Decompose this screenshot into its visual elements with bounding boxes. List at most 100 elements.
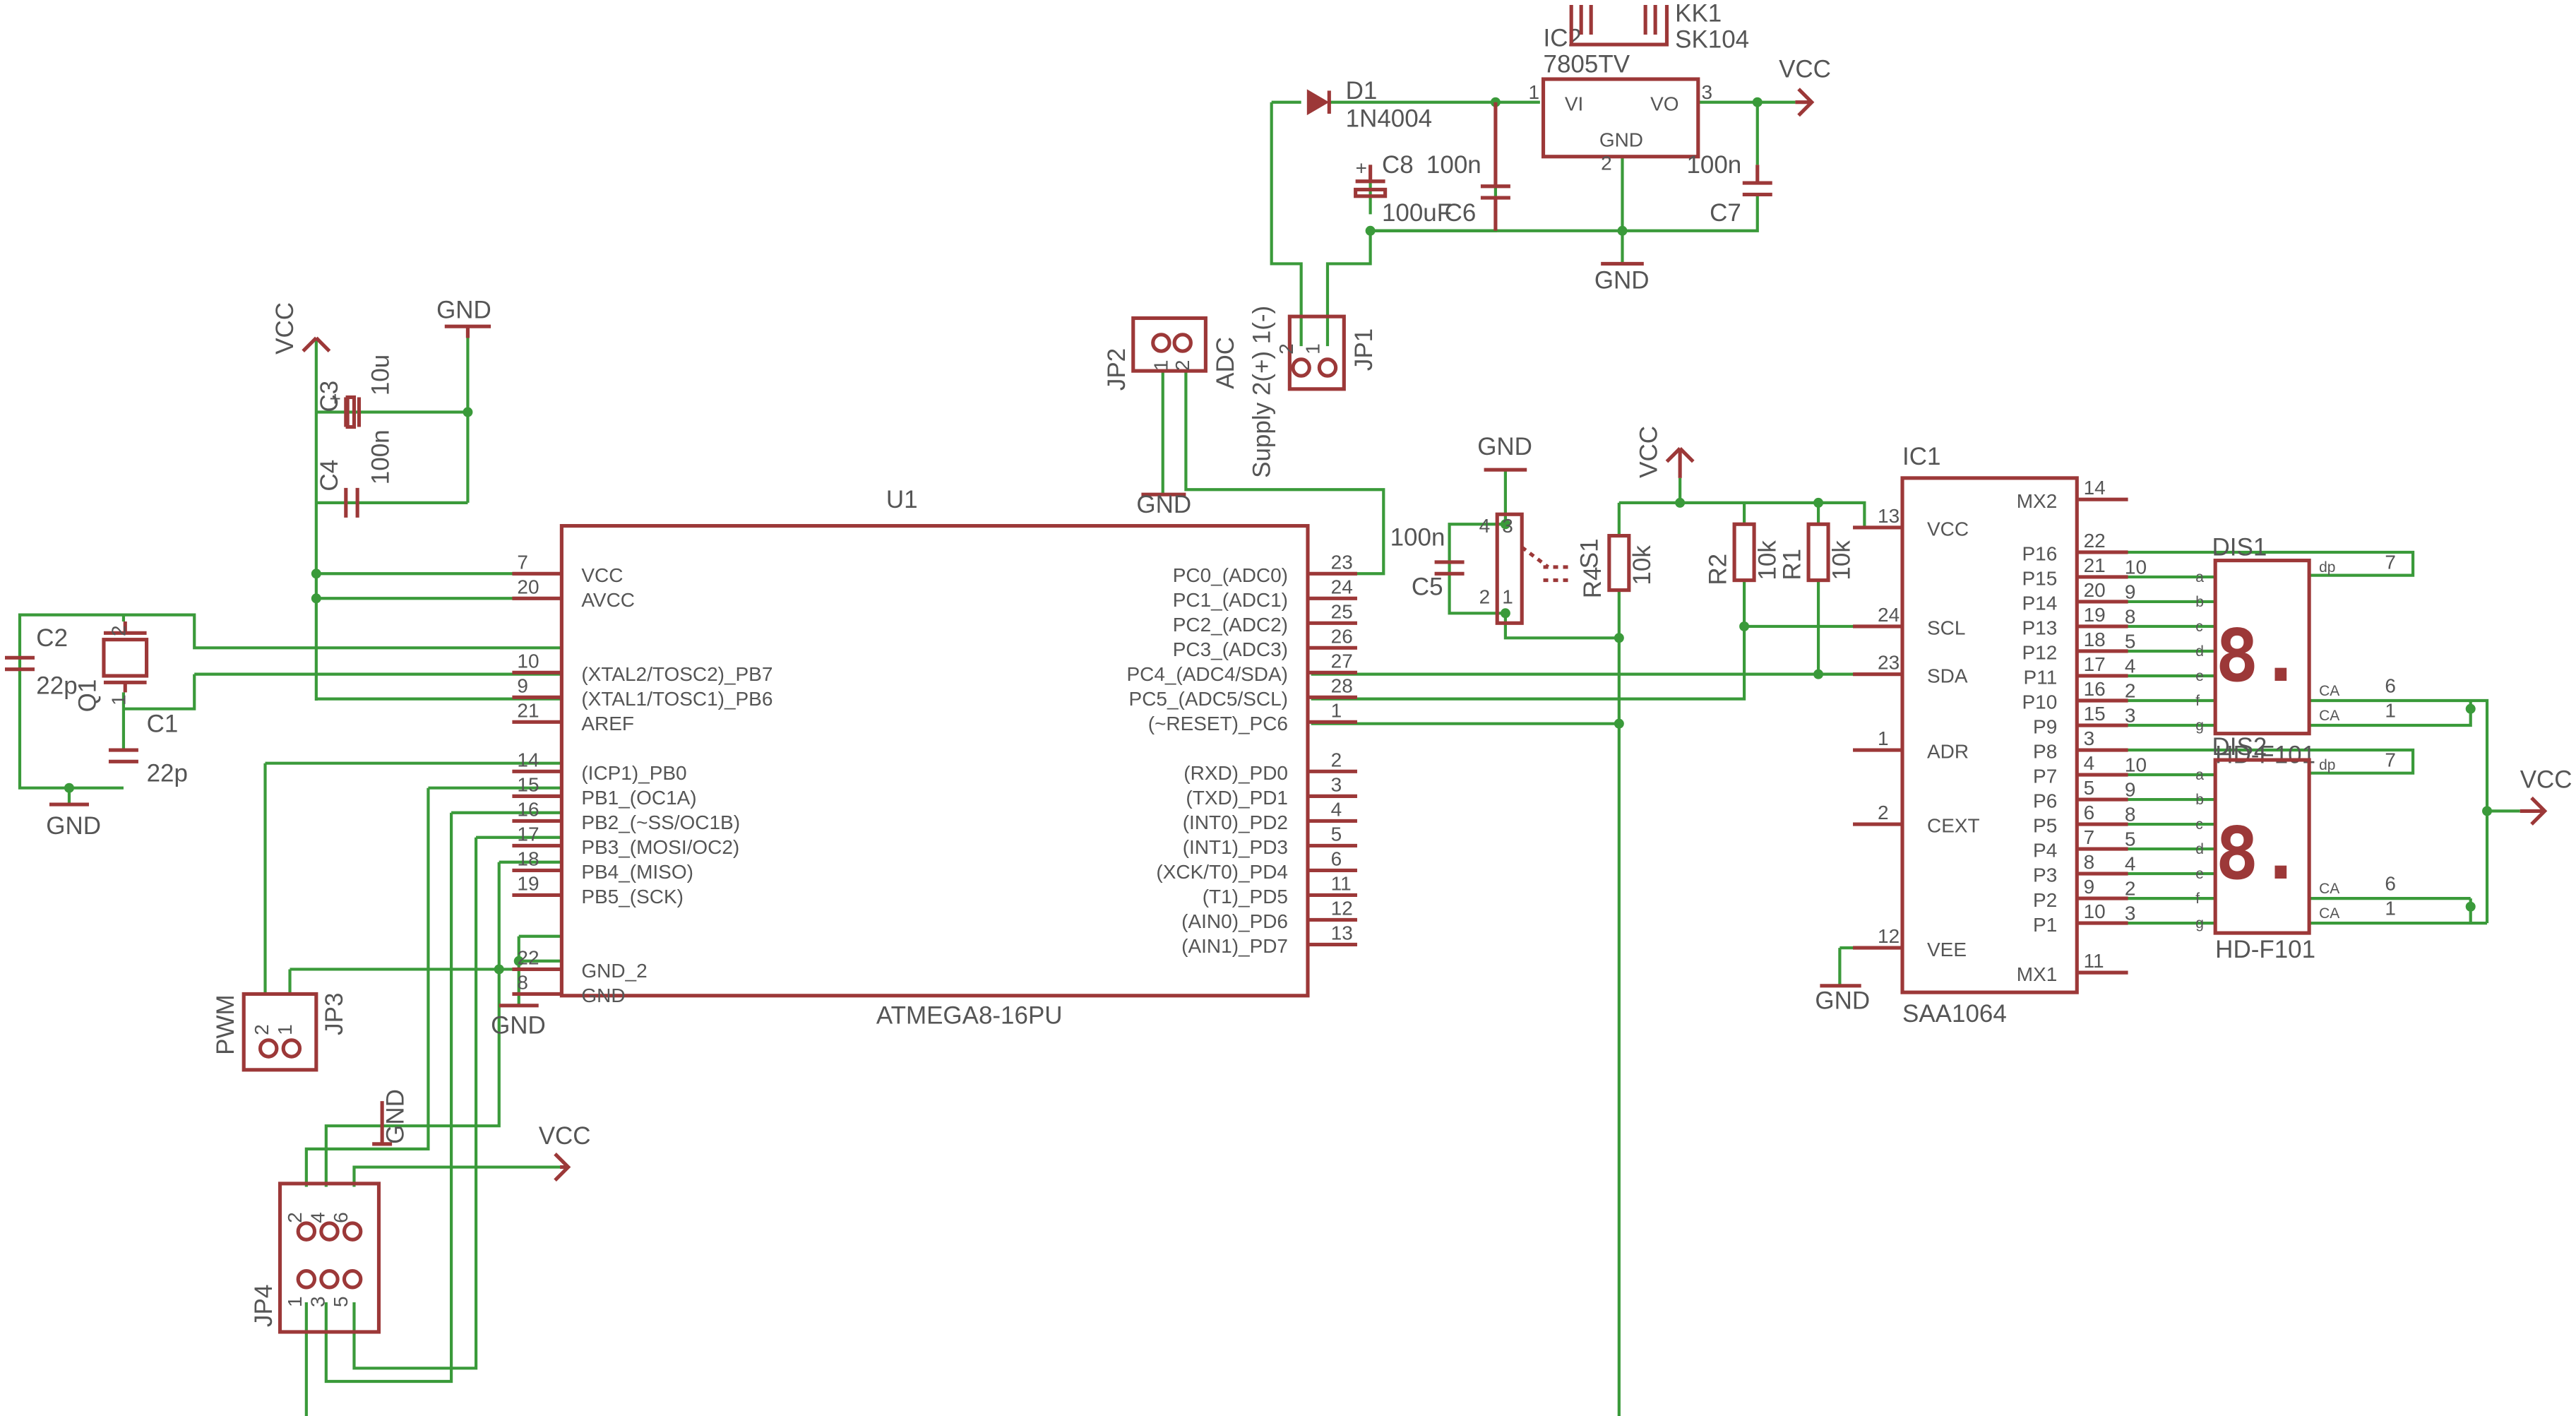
dis2-seg-label: d [2195, 841, 2204, 857]
dis1-seg-number: 10 [2125, 556, 2147, 578]
u1-right-pin-label: PC1_(ADC1) [1173, 589, 1288, 611]
c6-name: C6 [1445, 199, 1477, 227]
dis2-value: HD-F101 [2215, 936, 2315, 963]
dis2-seg-label: c [2195, 816, 2202, 833]
jp4-name: JP4 [250, 1285, 278, 1327]
r1-resistor: R1 10k [1778, 522, 1855, 583]
u1-right-pin-number: 4 [1331, 798, 1342, 820]
dis2-seg-number: 3 [2125, 902, 2136, 924]
u1-value: ATMEGA8-16PU [876, 1001, 1063, 1029]
ic1-display-driver: IC1 SAA1064 13VCC24SCL23SDA1ADR2CEXT12VE… [1853, 443, 2128, 1028]
gnd-label-switch: GND [1477, 433, 1532, 460]
u1-right-pin-number: 25 [1331, 600, 1353, 622]
jp4-pin-1: 1 [284, 1296, 306, 1307]
u1-right-pin-label: PC4_(ADC4/SDA) [1126, 663, 1288, 685]
dis1-ca-label: CA [2319, 683, 2339, 699]
dis2-dp-label: dp [2319, 757, 2335, 773]
ic1-left-pin-label: CEXT [1927, 815, 1980, 837]
u1-left-pin-number: 16 [517, 798, 539, 820]
vcc-label-display: VCC [2520, 766, 2572, 794]
u1-right-pin-label: PC5_(ADC5/SCL) [1129, 688, 1288, 710]
gnd-label-regulator: GND [1594, 266, 1650, 294]
d1-value: 1N4004 [1346, 105, 1433, 133]
ic1-right-pin-label: P10 [2022, 691, 2057, 713]
dis2-seg-number: 10 [2125, 754, 2147, 775]
dis2-seg-number: 4 [2125, 852, 2136, 874]
vcc-label-regulator: VCC [1779, 56, 1831, 83]
jp3-pin-1: 1 [274, 1024, 296, 1035]
vcc-label-ic1: VCC [1635, 426, 1662, 478]
jp1-connector: 2 1 JP1 Supply 2(+) 1(-) [1248, 306, 1378, 478]
c1-capacitor: C1 22p [108, 710, 188, 787]
u1-left-pin-number: 9 [517, 674, 528, 696]
s1-pin-1: 1 [1502, 585, 1513, 607]
dis2-seg-label: a [2195, 767, 2204, 783]
c5-value: 100n [1390, 524, 1445, 552]
r2-resistor: R2 10k [1704, 522, 1781, 585]
ic1-right-pin-number: 10 [2084, 900, 2106, 922]
u1-left-pin-label: (XTAL1/TOSC1)_PB6 [581, 688, 773, 710]
ic1-right-pin-number: 17 [2084, 653, 2106, 675]
u1-left-pin-label: PB1_(OC1A) [581, 787, 696, 809]
gnd-label-u1: GND [491, 1011, 546, 1039]
dis2-seg-number: 5 [2125, 828, 2136, 850]
ic1-right-pin-number: 7 [2084, 826, 2095, 848]
ic1-left-pin-label: ADR [1927, 741, 1969, 763]
ic1-right-pin-label: P8 [2033, 741, 2057, 763]
ic2-value: 7805TV [1544, 51, 1630, 78]
ic2-body [1541, 77, 1700, 159]
ic1-right-pin-label: MX1 [2017, 963, 2058, 985]
dis1-seg-number: 2 [2125, 679, 2136, 701]
jp2-pin-2: 2 [1171, 360, 1193, 371]
dis2-seg-number: 9 [2125, 778, 2136, 800]
dis1-seg-label: g [2195, 718, 2204, 734]
gnd-label-top-left: GND [436, 296, 491, 323]
u1-right-pin-number: 23 [1331, 551, 1353, 573]
gnd-label-vee: GND [1815, 987, 1870, 1014]
u1-left-pin-label: GND_2 [581, 960, 647, 982]
ic1-right-pin-number: 11 [2084, 950, 2104, 972]
jp4-pin-3: 3 [307, 1296, 329, 1307]
u1-right-pin-label: (AIN0)_PD6 [1181, 910, 1288, 932]
u1-left-pin-label: VCC [581, 564, 623, 586]
dis1-value: HD-F101 [2215, 742, 2315, 769]
ic1-value: SAA1064 [1902, 1000, 2007, 1028]
u1-right-pin-number: 1 [1331, 699, 1342, 721]
ic1-right-pin-number: 6 [2084, 802, 2095, 823]
ic2-name: IC2 [1544, 24, 1582, 52]
u1-left-pin-label: PB2_(~SS/OC1B) [581, 811, 740, 833]
ic1-right-pin-label: P3 [2033, 864, 2057, 886]
kk1-value: SK104 [1675, 26, 1749, 54]
ic1-right-pin-number: 15 [2084, 703, 2106, 725]
dis2-glyph: 8. [2215, 812, 2303, 896]
u1-right-pin-label: PC0_(ADC0) [1173, 564, 1288, 586]
r2-value: 10k [1753, 540, 1781, 581]
u1-right-pin-number: 27 [1331, 650, 1353, 672]
ic1-left-pin-number: 13 [1878, 505, 1900, 527]
dis1-body [2213, 559, 2311, 736]
ic1-right-pin-number: 8 [2084, 851, 2095, 873]
jp2-label: ADC [1212, 337, 1239, 389]
ic2-vo-label: VO [1650, 93, 1678, 114]
u1-left-pin-number: 22 [517, 946, 539, 968]
u1-right-pin-number: 13 [1331, 922, 1353, 944]
c8-name: C8 [1382, 151, 1414, 179]
ic1-right-pin-label: P15 [2022, 568, 2057, 590]
c8-capacitor: + C8 100uF [1354, 151, 1452, 227]
u1-right-pin-number: 3 [1331, 773, 1342, 795]
u1-left-pin-label: AREF [581, 713, 634, 734]
u1-left-pin-number: 19 [517, 872, 539, 894]
u1-right-pin-label: (XCK/T0)_PD4 [1156, 861, 1288, 883]
ic1-right-pin-label: P12 [2022, 642, 2057, 664]
jp1-label: Supply 2(+) 1(-) [1248, 306, 1275, 478]
u1-left-pin-number: 17 [517, 823, 539, 845]
jp4-pin-6: 6 [330, 1212, 352, 1223]
dis1-seg-number: 9 [2125, 581, 2136, 602]
r4-resistor: R4 10k [1579, 534, 1656, 598]
u1-left-pin-number: 10 [517, 650, 539, 672]
c5-capacitor: 100n C5 [1390, 524, 1465, 601]
dis2-seg-label: g [2195, 915, 2204, 932]
u1-left-pin-label: (ICP1)_PB0 [581, 762, 686, 784]
